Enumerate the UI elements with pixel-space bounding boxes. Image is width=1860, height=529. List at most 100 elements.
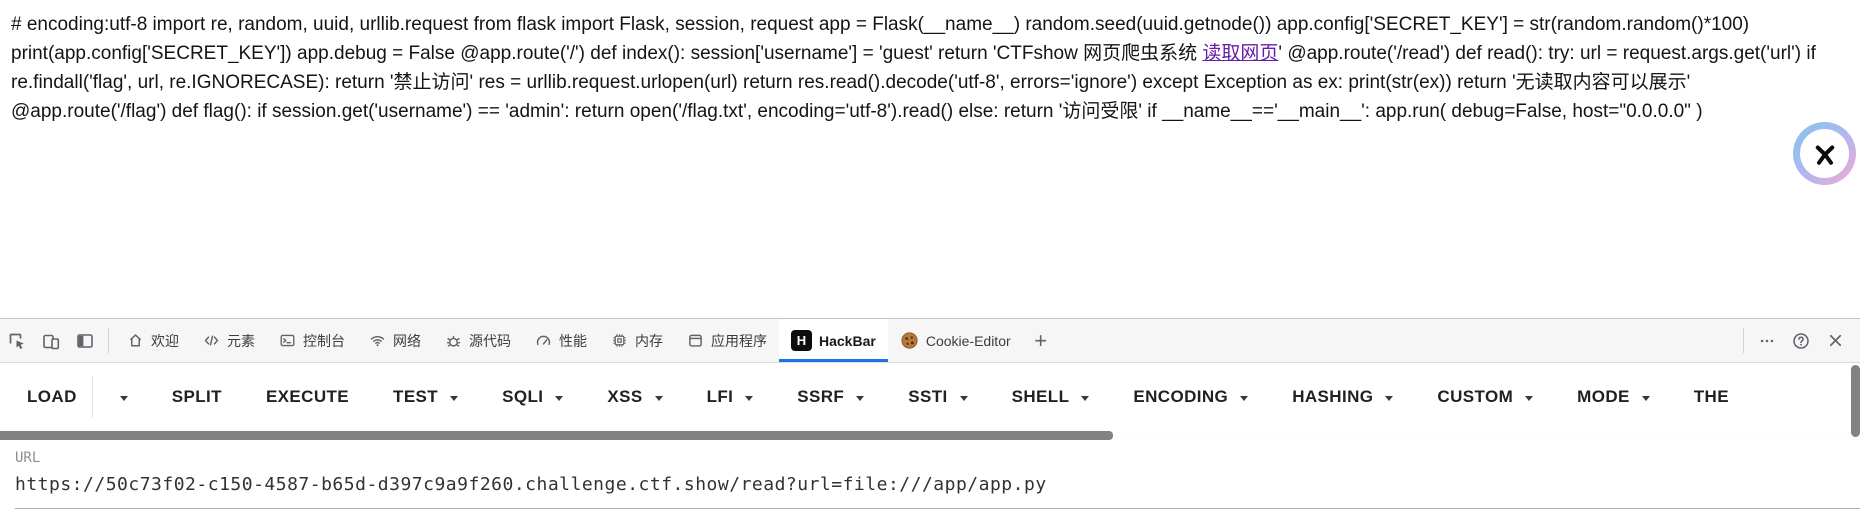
tab-label: 欢迎 — [151, 332, 179, 349]
devtools-panel: 欢迎 元素 控制台 — [0, 318, 1860, 529]
theme-menu-button-clipped[interactable]: THE — [1694, 387, 1729, 407]
code-brackets-icon — [203, 332, 220, 349]
device-toolbar-icon[interactable] — [34, 319, 68, 362]
url-input-value: https://50c73f02-c150-4587-b65d-d397c9a9… — [15, 474, 1047, 495]
webpage-content: # encoding:utf-8 import re, random, uuid… — [0, 0, 1860, 126]
wifi-icon — [369, 332, 386, 349]
load-split-separator — [91, 376, 93, 418]
button-label: LFI — [706, 387, 734, 406]
ssrf-menu-button[interactable]: SSRF — [797, 387, 865, 407]
dock-side-icon[interactable] — [68, 319, 102, 362]
load-button[interactable]: LOAD — [27, 376, 128, 418]
url-input[interactable]: https://50c73f02-c150-4587-b65d-d397c9a9… — [15, 474, 1860, 509]
tab-label: HackBar — [819, 332, 876, 349]
console-icon — [279, 332, 296, 349]
vertical-scrollbar-thumb[interactable] — [1851, 365, 1860, 437]
chevron-down-icon — [856, 395, 865, 401]
tab-label: 源代码 — [469, 332, 511, 349]
devtools-tab-performance[interactable]: 性能 — [523, 319, 599, 362]
button-label: MODE — [1577, 387, 1630, 406]
devtools-tabbar: 欢迎 元素 控制台 — [0, 319, 1860, 363]
chevron-down-icon — [959, 395, 968, 401]
button-label: SQLI — [502, 387, 544, 406]
devtools-tab-network[interactable]: 网络 — [357, 319, 433, 362]
chevron-down-icon — [1525, 395, 1534, 401]
split-button[interactable]: SPLIT — [172, 387, 222, 407]
chevron-down-icon — [555, 395, 564, 401]
button-label: EXECUTE — [265, 387, 350, 406]
tab-label: 内存 — [635, 332, 663, 349]
tab-label: 控制台 — [303, 332, 345, 349]
custom-menu-button[interactable]: CUSTOM — [1437, 387, 1534, 407]
shell-menu-button[interactable]: SHELL — [1012, 387, 1090, 407]
horizontal-scrollbar-thumb[interactable] — [0, 431, 1113, 440]
test-menu-button[interactable]: TEST — [393, 387, 459, 407]
bug-icon — [445, 332, 462, 349]
button-label: LOAD — [27, 387, 77, 406]
chevron-down-icon — [745, 395, 754, 401]
chevron-down-icon — [1081, 395, 1090, 401]
hackbar-url-section: URL https://50c73f02-c150-4587-b65d-d397… — [0, 440, 1860, 509]
button-label: ENCODING — [1133, 387, 1229, 406]
chevron-down-icon — [654, 395, 663, 401]
execute-button[interactable]: EXECUTE — [266, 387, 349, 407]
tabbar-right-controls — [1737, 319, 1860, 362]
hackbar-h-icon: H — [791, 330, 812, 351]
tab-label: 网络 — [393, 332, 421, 349]
button-label: SSTI — [908, 387, 948, 406]
devtools-tab-application[interactable]: 应用程序 — [675, 319, 779, 362]
chevron-down-icon — [450, 395, 459, 401]
tabbar-right-separator — [1743, 328, 1744, 353]
chevron-down-icon — [1385, 395, 1394, 401]
horizontal-scrollbar-track[interactable] — [0, 431, 1860, 440]
button-label: SSRF — [797, 387, 845, 406]
tab-label: 性能 — [559, 332, 587, 349]
close-icon[interactable] — [1818, 319, 1852, 362]
more-tabs-icon[interactable]: + — [1034, 327, 1048, 353]
code-after-link: ' @app.route('/read') def read(): try: u… — [11, 43, 1816, 122]
gauge-icon — [535, 332, 552, 349]
tab-label: 元素 — [227, 332, 255, 349]
home-icon — [127, 332, 144, 349]
xss-menu-button[interactable]: XSS — [607, 387, 663, 407]
button-label: SHELL — [1011, 387, 1070, 406]
button-label: THE — [1693, 387, 1729, 406]
devtools-tab-cookie-editor[interactable]: Cookie-Editor — [888, 319, 1023, 362]
chevron-down-icon[interactable] — [119, 395, 128, 401]
sqli-menu-button[interactable]: SQLI — [502, 387, 564, 407]
encoding-menu-button[interactable]: ENCODING — [1133, 387, 1249, 407]
translate-float-icon — [1800, 129, 1849, 178]
button-label: HASHING — [1292, 387, 1374, 406]
hashing-menu-button[interactable]: HASHING — [1292, 387, 1394, 407]
translate-float-button[interactable] — [1793, 122, 1856, 185]
devtools-tab-memory[interactable]: 内存 — [599, 319, 675, 362]
memory-chip-icon — [611, 332, 628, 349]
lfi-menu-button[interactable]: LFI — [707, 387, 754, 407]
mode-menu-button[interactable]: MODE — [1577, 387, 1650, 407]
tab-label: 应用程序 — [711, 332, 767, 349]
url-field-label: URL — [15, 450, 41, 466]
page-code-text: # encoding:utf-8 import re, random, uuid… — [0, 0, 1860, 126]
devtools-tab-sources[interactable]: 源代码 — [433, 319, 523, 362]
devtools-tab-welcome[interactable]: 欢迎 — [115, 319, 191, 362]
chevron-down-icon — [1240, 395, 1249, 401]
devtools-tab-elements[interactable]: 元素 — [191, 319, 267, 362]
devtools-tab-console[interactable]: 控制台 — [267, 319, 357, 362]
cookie-icon — [900, 331, 919, 350]
button-label: XSS — [607, 387, 643, 406]
code-before-link: # encoding:utf-8 import re, random, uuid… — [11, 14, 1750, 64]
button-label: CUSTOM — [1437, 387, 1514, 406]
read-page-link[interactable]: 读取网页 — [1202, 43, 1279, 64]
devtools-tab-hackbar[interactable]: H HackBar — [779, 319, 888, 362]
inspect-icon[interactable] — [0, 319, 34, 362]
chevron-down-icon — [1641, 395, 1650, 401]
ssti-menu-button[interactable]: SSTI — [908, 387, 968, 407]
button-label: TEST — [393, 387, 439, 406]
button-label: SPLIT — [171, 387, 222, 406]
more-options-icon[interactable] — [1750, 319, 1784, 362]
hackbar-toolbar: LOAD SPLIT EXECUTE TEST SQLI XSS LFI SSR… — [0, 363, 1860, 431]
help-icon[interactable] — [1784, 319, 1818, 362]
tabbar-separator — [108, 328, 109, 353]
app-window-icon — [687, 332, 704, 349]
